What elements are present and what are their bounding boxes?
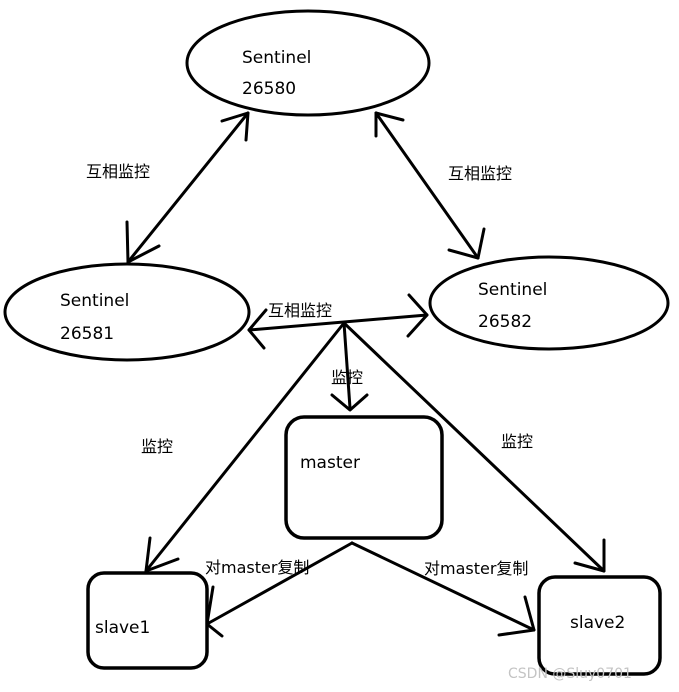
edge-monitor-master — [330, 321, 369, 412]
master-box — [284, 415, 444, 540]
sentinel-26581-node: Sentinel 26581 — [3, 262, 251, 362]
slave1-label: slave1 — [95, 618, 150, 638]
label-monitor-master: 监控 — [331, 368, 363, 387]
slave1-node: slave1 — [86, 571, 209, 670]
sentinel-26582-node: Sentinel 26582 — [428, 255, 670, 351]
sentinel-26581-port: 26581 — [60, 324, 114, 344]
edge-monitor-slave2 — [342, 321, 606, 573]
sentinel-26580-node: Sentinel 26580 — [185, 9, 431, 117]
slave2-box — [537, 575, 662, 676]
slave2-node: slave2 — [537, 575, 662, 676]
slave2-label: slave2 — [570, 613, 625, 633]
edge-monitor-slave1 — [144, 321, 346, 573]
label-mutual-monitor-bottom: 互相监控 — [268, 301, 332, 320]
edge-replicate-slave1 — [205, 541, 354, 638]
sentinel-26582-ellipse — [428, 255, 670, 351]
master-label: master — [300, 453, 360, 473]
label-replicate-slave2: 对master复制 — [424, 559, 528, 578]
label-monitor-slave1: 监控 — [141, 437, 173, 456]
sentinel-26582-title: Sentinel — [478, 280, 547, 300]
sentinel-26580-ellipse — [185, 9, 431, 117]
edge-26580-26581 — [125, 111, 250, 264]
sentinel-26581-ellipse — [3, 262, 251, 362]
edge-26581-26582 — [247, 293, 429, 350]
label-monitor-slave2: 监控 — [501, 432, 533, 451]
sentinel-26581-title: Sentinel — [60, 291, 129, 311]
master-node: master — [284, 415, 444, 540]
sentinel-26580-port: 26580 — [242, 79, 296, 99]
watermark: CSDN @Sluy0701 — [508, 666, 632, 682]
edge-replicate-slave2 — [350, 541, 536, 637]
edge-26580-26582 — [374, 111, 486, 260]
label-mutual-monitor-right: 互相监控 — [448, 164, 512, 183]
label-replicate-slave1: 对master复制 — [205, 558, 309, 577]
sentinel-26580-title: Sentinel — [242, 48, 311, 68]
sentinel-26582-port: 26582 — [478, 312, 532, 332]
label-mutual-monitor-left: 互相监控 — [86, 162, 150, 181]
